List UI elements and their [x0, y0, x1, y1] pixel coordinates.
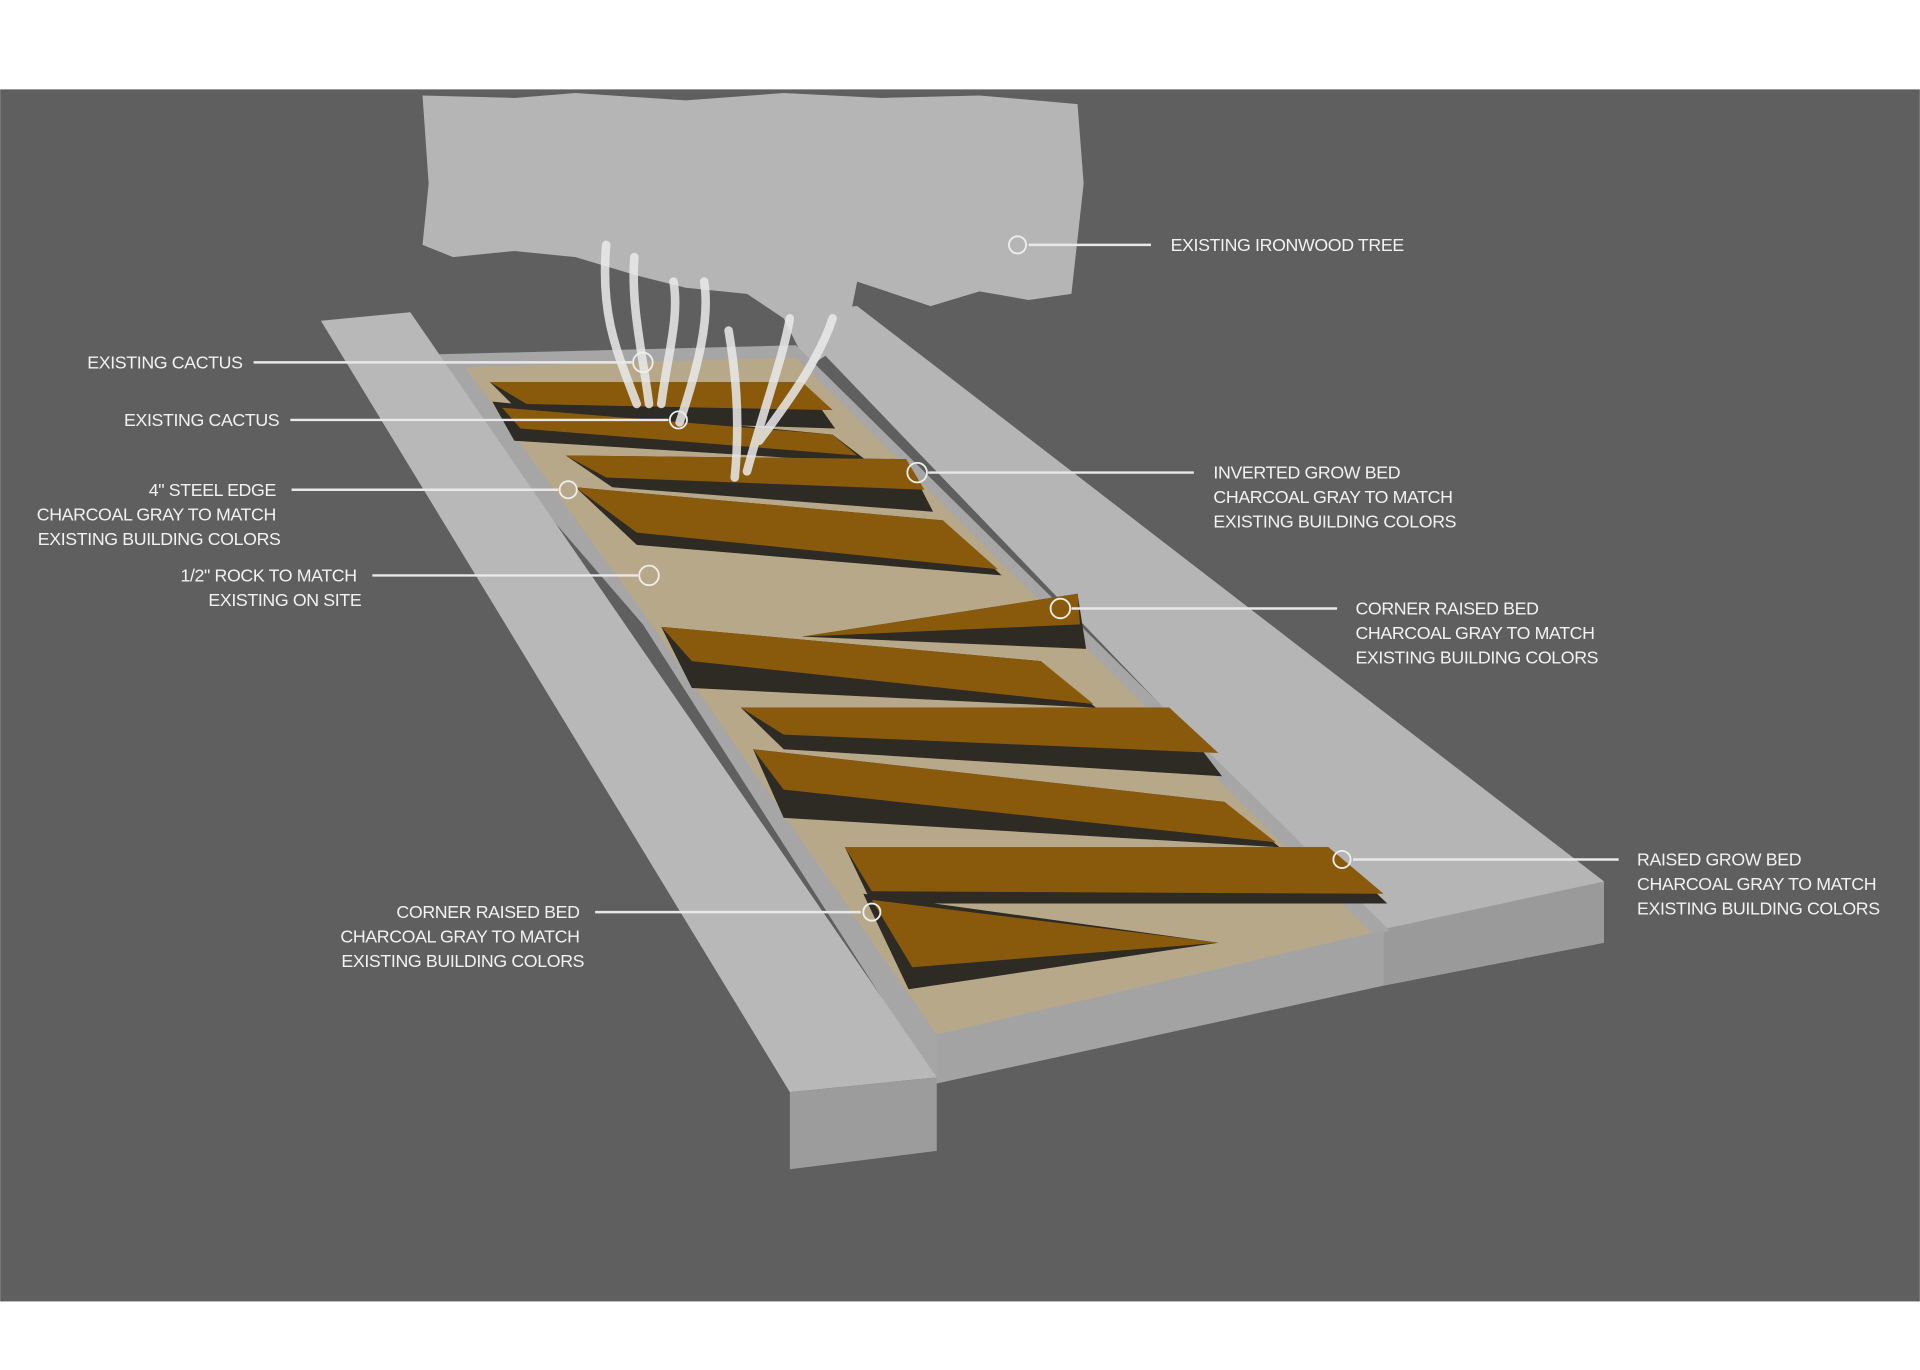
label-corner-raised-bed-lower: CORNER RAISED BED CHARCOAL GRAY TO MATCH…: [340, 902, 584, 971]
right-slab-top: [783, 306, 1604, 931]
left-slab-front: [789, 1077, 937, 1170]
label-ironwood-tree: EXISTING IRONWOOD TREE: [1171, 235, 1405, 255]
label-steel-edge: 4" STEEL EDGE CHARCOAL GRAY TO MATCH EXI…: [37, 480, 281, 549]
leader-lines: [253, 235, 1619, 922]
label-corner-raised-bed-upper: CORNER RAISED BED CHARCOAL GRAY TO MATCH…: [1355, 599, 1599, 668]
right-slab-front: [1377, 881, 1604, 986]
label-rock: 1/2" ROCK TO MATCH EXISTING ON SITE: [180, 566, 361, 610]
label-raised-grow-bed: RAISED GROW BED CHARCOAL GRAY TO MATCH E…: [1637, 850, 1881, 919]
front-slab: [936, 930, 1384, 1084]
ironwood-tree-canopy: [422, 93, 1084, 368]
label-cactus-1: EXISTING CACTUS: [87, 353, 243, 373]
cactus: [600, 240, 837, 482]
grow-beds: [489, 381, 1388, 990]
label-cactus-2: EXISTING CACTUS: [124, 410, 280, 430]
left-slab-top: [320, 312, 937, 1093]
label-inverted-grow-bed: INVERTED GROW BED CHARCOAL GRAY TO MATCH…: [1213, 463, 1457, 532]
